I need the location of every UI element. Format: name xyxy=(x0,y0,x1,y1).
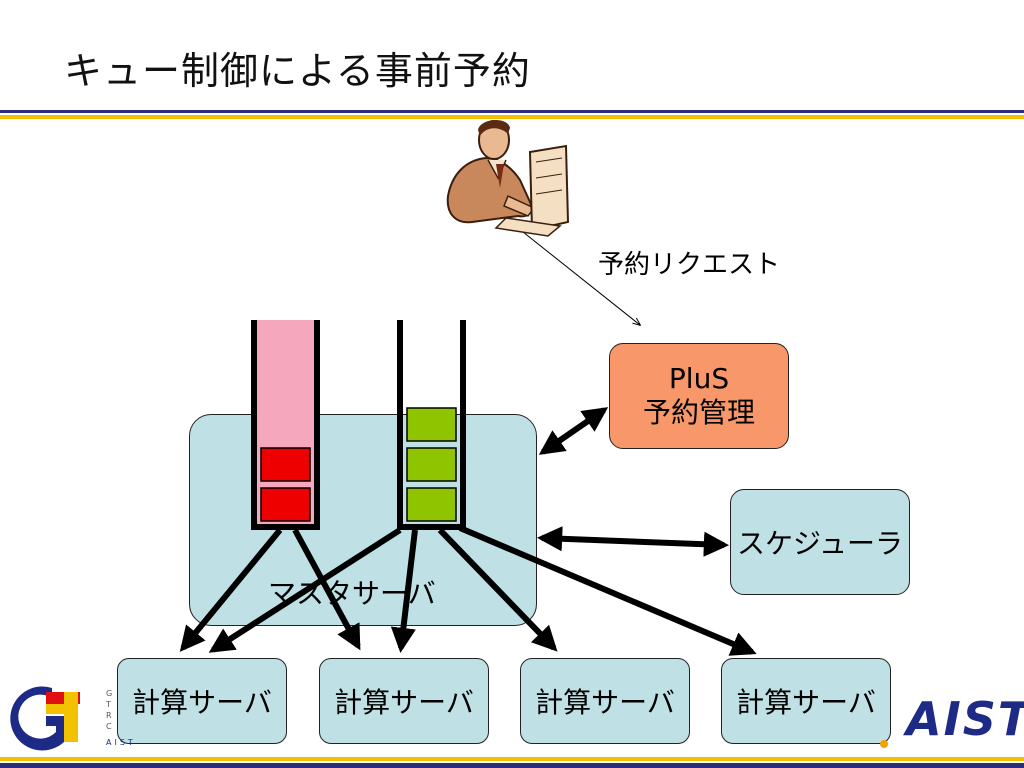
arrow-left-queue-to-server-1 xyxy=(179,528,283,652)
gtrc-letters: G T R C xyxy=(106,689,113,731)
title-rule xyxy=(0,110,1024,120)
reservation-request-label: 予約リクエスト xyxy=(598,250,781,280)
plus-subtitle: 予約管理 xyxy=(642,396,755,429)
user-computer-icon xyxy=(446,119,570,237)
gtrc-sub: AIST xyxy=(106,738,136,747)
arrow-master-scheduler xyxy=(536,526,730,557)
compute-server-2: 計算サーバ xyxy=(319,658,489,744)
scheduler-box: スケジューラ xyxy=(730,489,910,595)
queue-right-tube xyxy=(397,320,466,530)
queue-left-job-2 xyxy=(260,487,311,522)
aist-logo: AIST xyxy=(906,692,1024,746)
arrow-right-queue-to-server-2 xyxy=(390,529,418,654)
arrow-right-queue-to-server-1 xyxy=(208,527,402,653)
plus-reservation-box: PluS 予約管理 xyxy=(609,343,789,449)
queue-right-job-2 xyxy=(406,447,457,482)
plus-title: PluS xyxy=(668,362,730,395)
master-server-label: マスタサーバ xyxy=(268,577,436,610)
compute-server-3: 計算サーバ xyxy=(520,658,690,744)
queue-left-tube xyxy=(251,320,320,530)
queue-left-job-1 xyxy=(260,447,311,482)
request-arrow xyxy=(517,227,640,325)
compute-server-4: 計算サーバ xyxy=(721,658,891,744)
master-server-box xyxy=(189,414,537,626)
arrow-right-queue-to-server-3 xyxy=(437,527,558,652)
arrow-left-queue-to-server-2 xyxy=(292,528,361,651)
queue-right-job-1 xyxy=(406,407,457,442)
queue-right-job-3 xyxy=(406,487,457,522)
compute-server-1: 計算サーバ xyxy=(117,658,287,744)
arrow-master-plus xyxy=(538,407,609,455)
gtrc-logo xyxy=(10,686,80,751)
aist-dot xyxy=(880,740,888,748)
footer-rule xyxy=(0,754,1024,768)
arrow-right-queue-to-server-4 xyxy=(458,525,757,656)
slide-title: キュー制御による事前予約 xyxy=(64,49,531,93)
